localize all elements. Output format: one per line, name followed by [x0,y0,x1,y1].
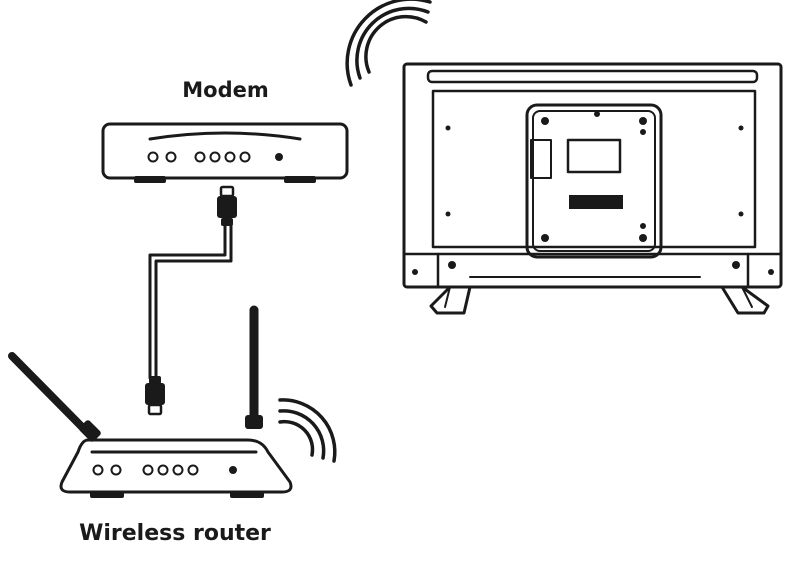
tv-back-icon [402,62,783,315]
ethernet-cable-icon [145,185,237,416]
wireless-router-label: Wireless router [79,521,271,546]
wireless-router-icon [8,305,293,498]
wifi-signal-icon [278,398,337,463]
modem-icon [101,122,349,183]
wifi-signal-icon [345,0,432,87]
modem-label: Modem [182,78,269,102]
